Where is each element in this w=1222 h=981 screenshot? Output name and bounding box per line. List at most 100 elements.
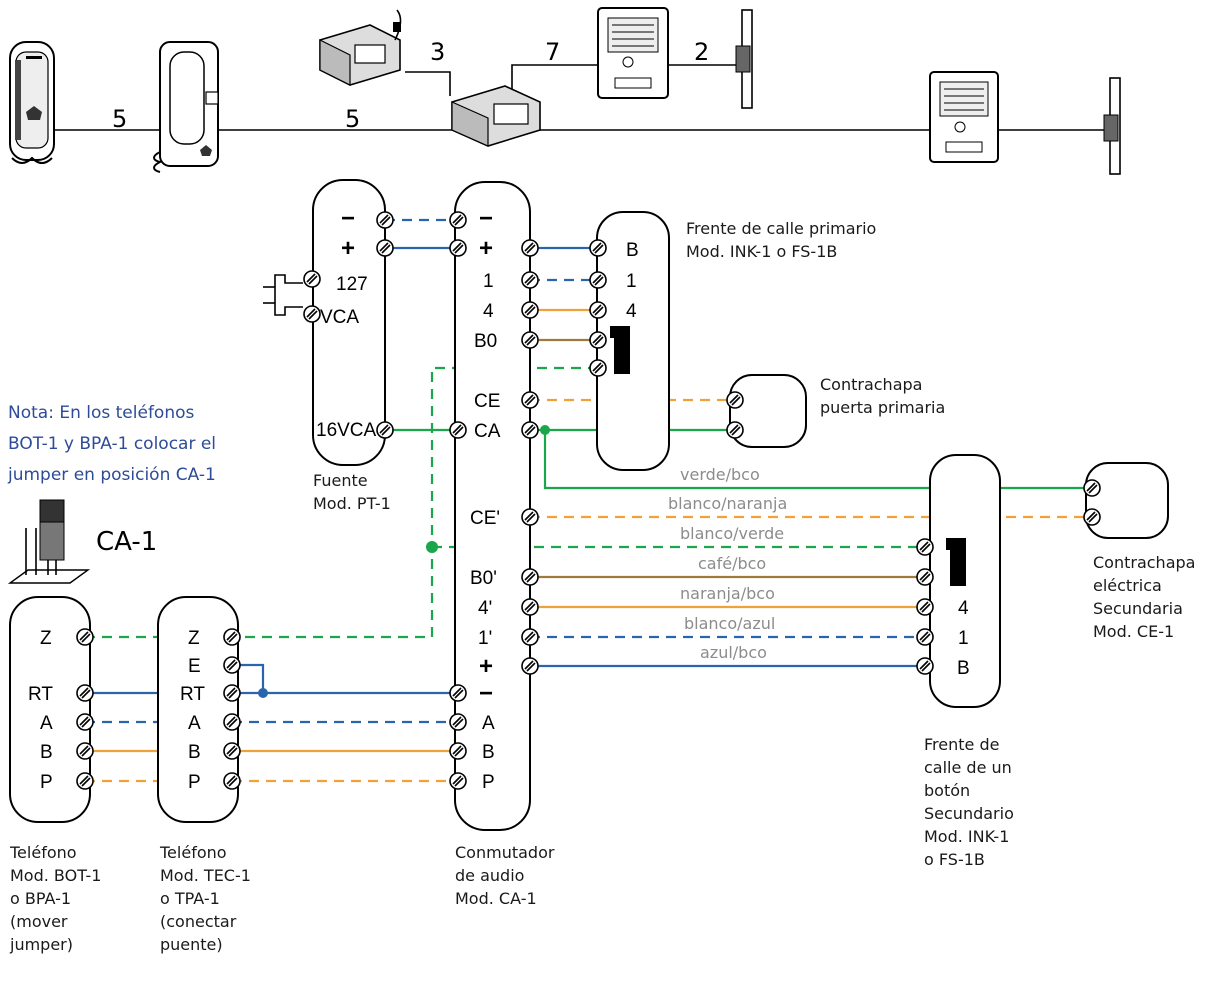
jumper-ca1-icon xyxy=(7,499,91,584)
psu-terminal-vca: VCA xyxy=(320,307,359,328)
screw-terminal xyxy=(521,568,539,586)
switcher-caption-line-2: de audio xyxy=(455,866,524,885)
street-front-primary-icon xyxy=(597,7,669,99)
screw-terminal xyxy=(521,331,539,349)
switcher-terminal-plus-2: + xyxy=(479,653,493,680)
phone-bot-caption-line-4: (mover xyxy=(10,912,68,931)
front-secondary-caption-line-1: Frente de xyxy=(924,735,999,754)
power-supply-icon xyxy=(319,9,402,86)
switcher-terminal-b0-prime: B0' xyxy=(470,568,497,589)
switcher-block: − + 1 4 B0 CE CA CE' B0' 4' 1' + − A B P… xyxy=(454,181,555,908)
door-strike-primary-icon xyxy=(735,9,753,109)
screw-terminal xyxy=(223,742,241,760)
screw-terminal xyxy=(223,713,241,731)
front-secondary-block: 4 1 B Frente de calle de un botón Secund… xyxy=(924,454,1014,869)
wire-count-phone-link: 5 xyxy=(112,105,127,133)
screw-terminal xyxy=(916,628,934,646)
wire-labels: verde/bco blanco/naranja blanco/verde ca… xyxy=(668,465,787,662)
wire-count-main-link: 5 xyxy=(345,105,360,133)
wire-count-strike-link: 2 xyxy=(694,38,709,66)
screw-terminal xyxy=(916,598,934,616)
wire-count-psu-link: 3 xyxy=(430,38,445,66)
screw-terminal xyxy=(521,421,539,439)
switcher-terminal-ce: CE xyxy=(474,391,500,412)
front-secondary-terminal-b: B xyxy=(957,658,970,679)
phone-bot-icon xyxy=(9,41,55,164)
power-supply-block: − + 127 VCA 16VCA Fuente Mod. PT-1 xyxy=(263,179,391,513)
phone-bot-caption-line-1: Teléfono xyxy=(9,843,77,862)
screw-terminal xyxy=(521,598,539,616)
switcher-terminal-4-prime: 4' xyxy=(478,598,492,619)
switcher-terminal-b0: B0 xyxy=(474,331,497,352)
screw-terminal xyxy=(223,628,241,646)
note-line-3: jumper en posición CA-1 xyxy=(7,465,216,485)
phone-tec-caption-line-1: Teléfono xyxy=(159,843,227,862)
front-secondary-caption-line-6: o FS-1B xyxy=(924,850,985,869)
speaker-secondary-icon xyxy=(950,538,966,586)
screw-terminal xyxy=(76,713,94,731)
psu-terminal-plus: + xyxy=(341,235,355,262)
phone-bot-terminal-p: P xyxy=(40,772,53,793)
wire-label-azul-bco: azul/bco xyxy=(700,643,767,662)
phone-tec-terminal-b: B xyxy=(188,742,201,763)
wire-label-naranja-bco: naranja/bco xyxy=(680,584,775,603)
front-primary-terminal-1: 1 xyxy=(626,271,637,292)
screw-terminal xyxy=(521,301,539,319)
screw-terminal xyxy=(449,211,467,229)
switcher-terminal-a: A xyxy=(482,713,495,734)
phone-bot-terminal-b: B xyxy=(40,742,53,763)
phone-tec-icon xyxy=(153,41,219,173)
street-front-secondary-icon xyxy=(929,71,999,163)
audio-switcher-icon xyxy=(451,85,541,147)
screw-terminal xyxy=(521,239,539,257)
front-primary-caption-line-1: Frente de calle primario xyxy=(686,219,876,238)
screw-terminal xyxy=(521,271,539,289)
phone-bot-terminal-rt: RT xyxy=(28,684,53,705)
speaker-primary-icon xyxy=(614,326,630,374)
switcher-terminal-ca: CA xyxy=(474,421,501,442)
phone-bot-terminal-a: A xyxy=(40,713,53,734)
wire-label-cafe-bco: café/bco xyxy=(698,554,766,573)
front-primary-terminal-b: B xyxy=(626,240,639,261)
front-secondary-caption-line-3: botón xyxy=(924,781,970,800)
switcher-terminal-ce-prime: CE' xyxy=(470,508,500,529)
screw-terminal xyxy=(916,568,934,586)
screw-terminal xyxy=(916,657,934,675)
front-secondary-terminal-4: 4 xyxy=(958,598,969,619)
phone-bot-caption-line-5: jumper) xyxy=(9,935,73,954)
wire-label-blanco-naranja: blanco/naranja xyxy=(668,494,787,513)
strike-secondary-caption-line-4: Mod. CE-1 xyxy=(1093,622,1174,641)
phone-bot-block: Z RT A B P Teléfono Mod. BOT-1 o BPA-1 (… xyxy=(9,596,101,954)
screw-terminal xyxy=(76,772,94,790)
screw-terminal xyxy=(376,239,394,257)
screw-terminals xyxy=(76,211,1101,790)
strike-primary-block: Contrachapa puerta primaria xyxy=(729,374,945,448)
psu-terminal-16vca: 16VCA xyxy=(316,420,377,441)
wire-label-blanco-azul: blanco/azul xyxy=(684,614,775,633)
strike-secondary-caption-line-3: Secundaria xyxy=(1093,599,1183,618)
phone-tec-terminal-z: Z xyxy=(188,628,200,649)
screw-terminal xyxy=(589,301,607,319)
strike-primary-caption-line-2: puerta primaria xyxy=(820,398,945,417)
front-secondary-terminal-1: 1 xyxy=(958,628,969,649)
screw-terminal xyxy=(376,211,394,229)
screw-terminal xyxy=(449,772,467,790)
phone-tec-caption-line-2: Mod. TEC-1 xyxy=(160,866,251,885)
phone-tec-terminal-rt: RT xyxy=(180,684,205,705)
screw-terminal xyxy=(449,421,467,439)
strike-primary-caption-line-1: Contrachapa xyxy=(820,375,922,394)
screw-terminal xyxy=(449,684,467,702)
psu-terminal-127: 127 xyxy=(336,274,368,295)
screw-terminal xyxy=(76,742,94,760)
psu-caption-line-2: Mod. PT-1 xyxy=(313,494,391,513)
screw-terminal xyxy=(76,684,94,702)
front-secondary-caption-line-4: Secundario xyxy=(924,804,1014,823)
screw-terminal xyxy=(521,508,539,526)
screw-terminal xyxy=(1083,508,1101,526)
screw-terminal xyxy=(521,391,539,409)
screw-terminal xyxy=(589,271,607,289)
screw-terminal xyxy=(916,538,934,556)
front-secondary-caption-line-2: calle de un xyxy=(924,758,1012,777)
